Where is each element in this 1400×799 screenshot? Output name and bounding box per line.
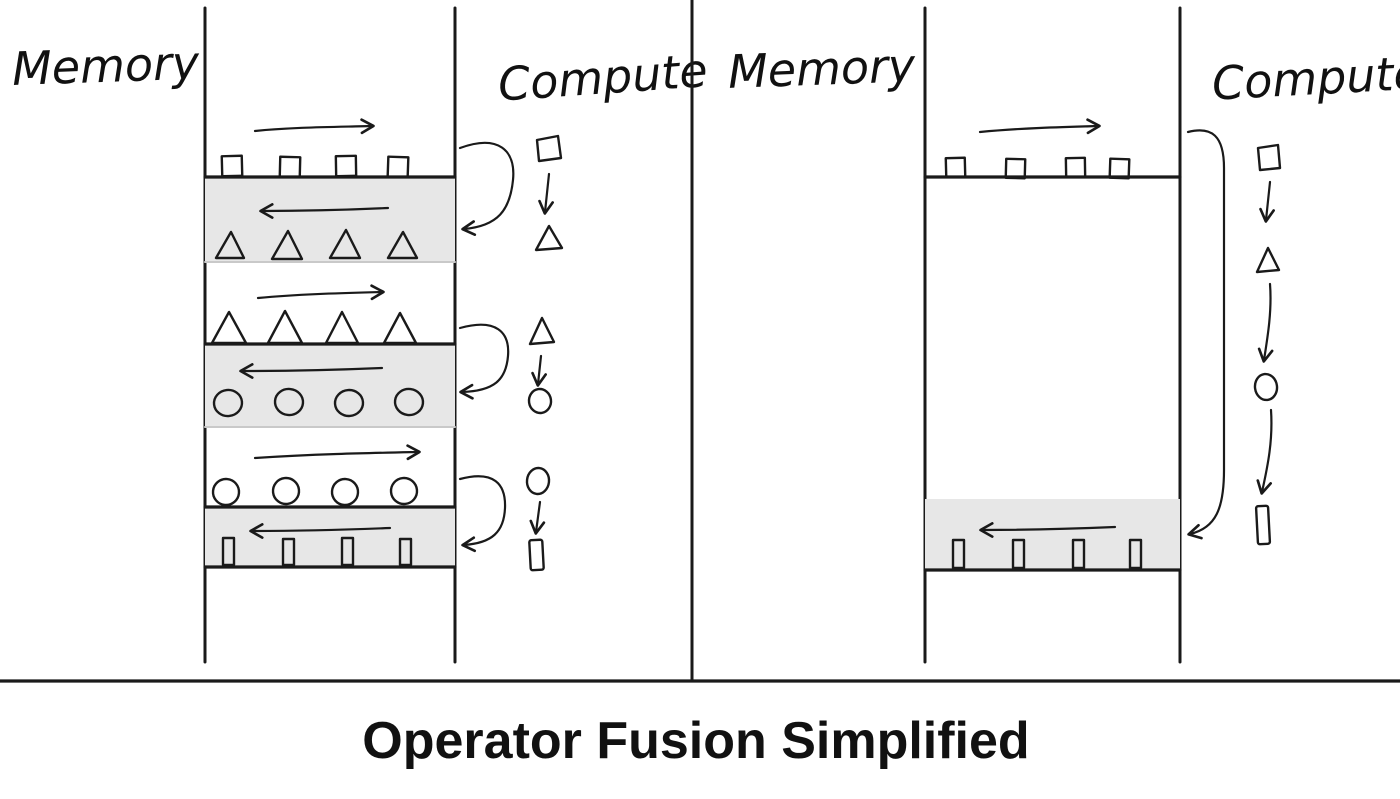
transform-arrow-down (529, 500, 546, 535)
compute-op-2 (527, 316, 556, 415)
right-memory-label: Memory (727, 38, 917, 99)
roundtrip-arrow (458, 323, 510, 400)
bar-shape (281, 537, 296, 567)
read-arrow-right (253, 444, 421, 461)
write-arrow-left (979, 522, 1117, 538)
bar-shape (951, 538, 966, 570)
triangle-shape (324, 310, 360, 345)
roundtrip-arrow (458, 141, 515, 236)
square-shape (386, 155, 410, 179)
bar-shape (340, 536, 355, 567)
triangle-op-icon (528, 316, 556, 346)
read-arrow-right (256, 284, 385, 301)
circle-shape (212, 388, 244, 418)
right-compute-label: Compute (1211, 46, 1400, 111)
left-memory-label: Memory (11, 36, 201, 97)
roundtrip-arrow (458, 475, 507, 553)
circle-shape (271, 476, 301, 506)
transform-arrow-down (538, 172, 554, 215)
triangle-row (210, 309, 418, 345)
write-arrow-left (249, 523, 392, 539)
left-compute-label: Compute (496, 43, 709, 112)
transform-arrow-down (531, 354, 547, 387)
write-arrow-left (239, 363, 384, 379)
circle-row (211, 476, 419, 507)
single-roundtrip-arrow (1186, 129, 1226, 540)
square-shape (278, 155, 302, 179)
circle-shape (273, 387, 305, 417)
triangle-shape (382, 311, 418, 345)
memory-band (925, 499, 1180, 570)
memory-band (205, 177, 455, 262)
circle-shape (330, 477, 360, 507)
bar-shape (221, 536, 236, 567)
triangle-op-icon (534, 224, 564, 252)
page-title: Operator Fusion Simplified (362, 712, 1029, 770)
circle-shape (333, 388, 365, 418)
memory-band (205, 344, 455, 427)
left-stage-3 (203, 444, 551, 572)
right-panel: Memory Compute (727, 6, 1400, 664)
left-panel: Memory Compute (11, 6, 709, 664)
read-arrow-right (253, 118, 375, 135)
square-op-icon (535, 134, 563, 163)
write-arrow-left (259, 203, 390, 219)
bar-op-icon (528, 538, 545, 572)
transform-arrow-down (1259, 180, 1275, 223)
square-shape (1108, 157, 1131, 180)
transform-arrow-down (1257, 282, 1274, 363)
bar-row (221, 536, 413, 567)
triangle-shape (328, 228, 362, 260)
square-shape (334, 154, 358, 178)
triangle-shape (210, 310, 248, 345)
square-shape (944, 156, 967, 179)
square-shape (1064, 156, 1087, 179)
triangle-op-icon (1255, 246, 1281, 274)
triangle-shape (266, 309, 304, 345)
triangle-row (214, 228, 419, 261)
circle-shape (393, 387, 425, 417)
circle-shape (211, 477, 241, 507)
square-shape (220, 154, 244, 178)
compute-op-3 (525, 466, 551, 572)
square-row (944, 156, 1131, 180)
left-stage-1 (203, 118, 564, 263)
triangle-shape (270, 229, 304, 261)
circle-shape (389, 476, 419, 506)
bar-shape (1128, 538, 1143, 570)
triangle-shape (214, 230, 246, 260)
transform-arrow-down (1256, 408, 1273, 495)
square-op-icon (1256, 143, 1282, 172)
bar-op-icon (1254, 504, 1272, 546)
left-stage-2 (203, 284, 556, 428)
bar-shape (398, 537, 413, 567)
bar-shape (1011, 538, 1026, 570)
circle-row (212, 387, 425, 418)
bar-row (951, 538, 1143, 570)
fused-compute-pipeline (1253, 143, 1282, 546)
triangle-shape (386, 230, 419, 260)
circle-op-icon (527, 387, 553, 415)
circle-op-icon (525, 466, 551, 496)
square-row (220, 154, 410, 179)
compute-op-1 (534, 134, 564, 252)
circle-op-icon (1253, 372, 1279, 402)
bar-shape (1071, 538, 1086, 570)
memory-band (205, 507, 455, 567)
read-arrow-right (978, 118, 1101, 135)
square-shape (1004, 157, 1027, 180)
